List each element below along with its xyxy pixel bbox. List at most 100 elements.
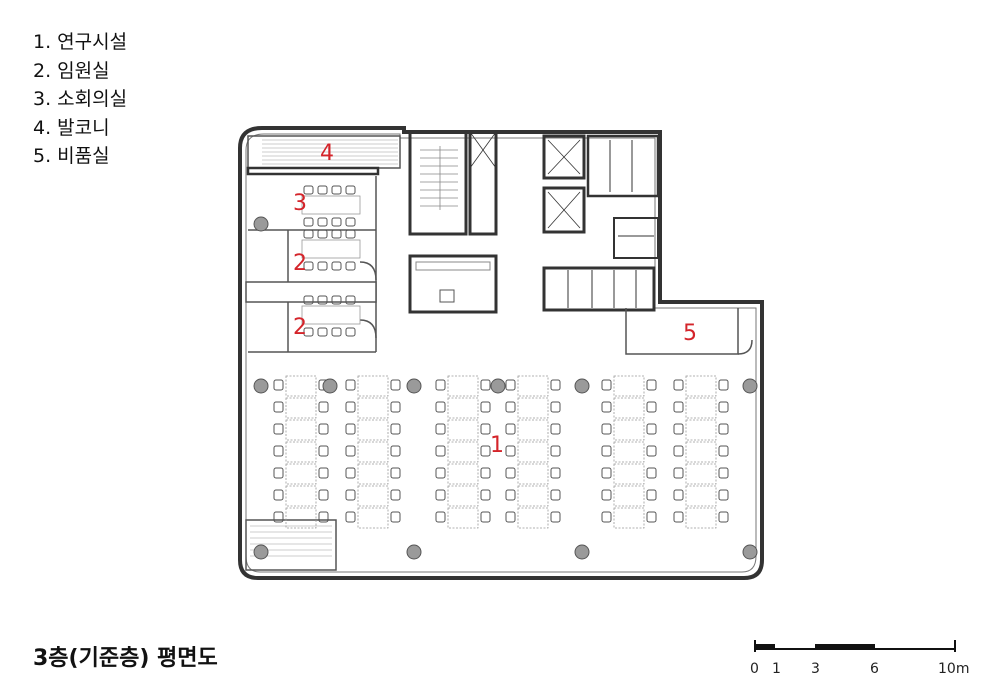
chair [601, 467, 612, 479]
chair [718, 511, 729, 523]
chair [718, 445, 729, 457]
desk [613, 485, 645, 507]
chair [303, 261, 314, 271]
chair [673, 379, 684, 391]
west-rooms [245, 176, 377, 353]
chair [718, 379, 729, 391]
chair [646, 401, 657, 413]
column [406, 544, 422, 560]
desk [447, 485, 479, 507]
desk [285, 375, 317, 397]
chair [273, 511, 284, 523]
chair [673, 401, 684, 413]
chair [505, 423, 516, 435]
column [574, 378, 590, 394]
chair [550, 401, 561, 413]
stair-core [408, 130, 498, 236]
desk [285, 507, 317, 529]
desk [517, 463, 549, 485]
meeting-table [301, 305, 361, 325]
chair [718, 401, 729, 413]
chair [273, 379, 284, 391]
desk [517, 375, 549, 397]
chair [390, 401, 401, 413]
chair [505, 445, 516, 457]
chair [505, 379, 516, 391]
chair [345, 401, 356, 413]
desk [517, 419, 549, 441]
chair [273, 467, 284, 479]
chair [331, 185, 342, 195]
room-label-research: 1 [490, 433, 504, 458]
chairs [273, 185, 729, 523]
chair [390, 511, 401, 523]
outer-wall [238, 126, 764, 580]
chair [435, 445, 446, 457]
room-label-storage: 5 [683, 321, 697, 346]
meeting-table [301, 239, 361, 259]
desk [357, 397, 389, 419]
chair [303, 185, 314, 195]
elevator-core [542, 134, 586, 234]
chair [435, 401, 446, 413]
chair [673, 511, 684, 523]
chair [480, 379, 491, 391]
desk [613, 441, 645, 463]
desk [517, 397, 549, 419]
chair [273, 445, 284, 457]
desk [285, 463, 317, 485]
column [574, 544, 590, 560]
desk [685, 397, 717, 419]
chair [345, 185, 356, 195]
page-title: 3층(기준층) 평면도 [33, 646, 218, 671]
chair [317, 185, 328, 195]
chair [390, 489, 401, 501]
chair [345, 379, 356, 391]
columns [253, 216, 758, 560]
legend-item-storage: 5. 비품실 [33, 145, 110, 167]
chair [390, 467, 401, 479]
chair [435, 423, 446, 435]
chair [345, 489, 356, 501]
chair [601, 423, 612, 435]
chair [480, 467, 491, 479]
desk [685, 485, 717, 507]
desk [357, 485, 389, 507]
desk [357, 375, 389, 397]
chair [601, 445, 612, 457]
chair [505, 511, 516, 523]
chair [345, 467, 356, 479]
desk [447, 375, 479, 397]
legend: 1. 연구시설 2. 임원실 3. 소회의실 4. 발코니 5. 비품실 [33, 28, 127, 171]
column [742, 544, 758, 560]
scale-tick-3: 3 [811, 661, 820, 677]
desk [517, 441, 549, 463]
chair [480, 423, 491, 435]
chair [390, 423, 401, 435]
column [322, 378, 338, 394]
chair [318, 511, 329, 523]
room-label-executive-b: 2 [293, 315, 307, 340]
chair [303, 327, 314, 337]
chair [303, 295, 314, 305]
meeting-table [301, 195, 361, 215]
chair [345, 261, 356, 271]
chair [303, 217, 314, 227]
chair [317, 217, 328, 227]
room-label-balcony: 4 [320, 141, 334, 166]
desk [357, 507, 389, 529]
chair [273, 401, 284, 413]
chair [345, 229, 356, 239]
chair [646, 379, 657, 391]
chair [317, 261, 328, 271]
desk [613, 397, 645, 419]
chair [345, 327, 356, 337]
desk [447, 507, 479, 529]
desk [685, 375, 717, 397]
storage-room [625, 308, 753, 355]
restroom-core [542, 134, 660, 312]
chair [331, 327, 342, 337]
legend-item-meeting: 3. 소회의실 [33, 88, 128, 110]
chair [390, 445, 401, 457]
desk [613, 507, 645, 529]
